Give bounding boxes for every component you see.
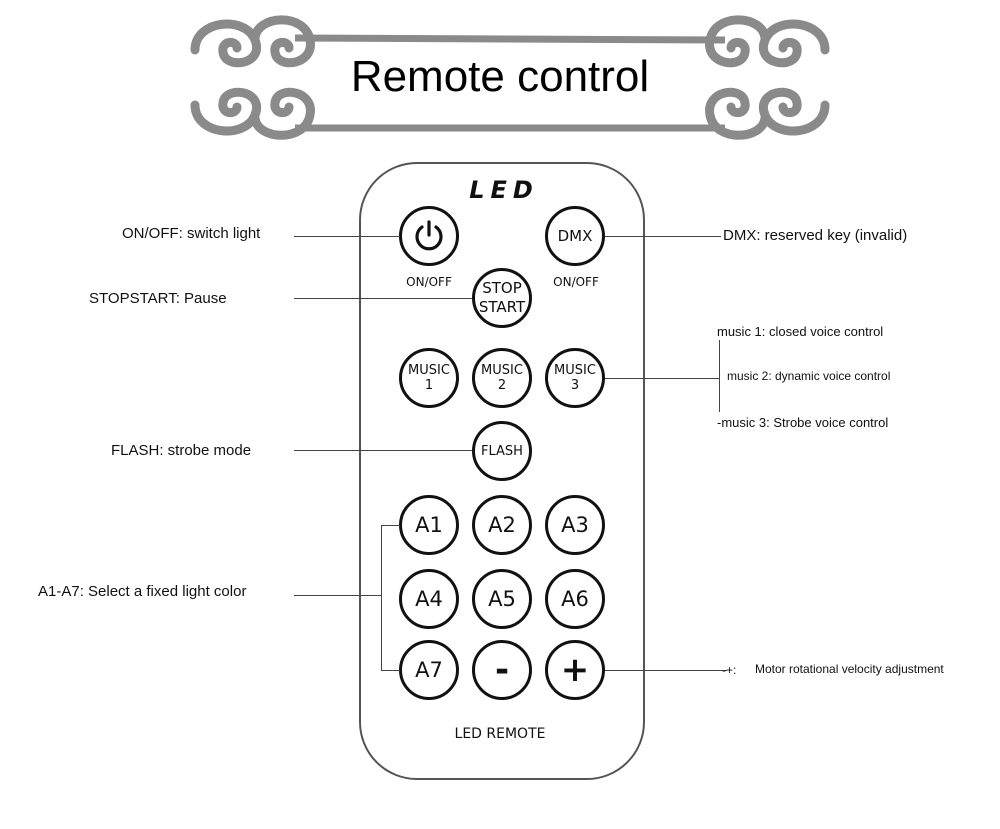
a4-label: A4 (415, 587, 443, 611)
dmx-label: DMX (557, 226, 593, 245)
a2-button[interactable]: A2 (472, 495, 532, 555)
bracket-music (719, 340, 720, 412)
leader-line-flash (294, 450, 472, 451)
annotation-plus-minus-prefix: -+: (722, 663, 737, 677)
page-title: Remote control (350, 52, 650, 101)
leader-line-music (605, 378, 720, 379)
power-button[interactable] (399, 206, 459, 266)
power-icon (415, 220, 443, 251)
title-banner (190, 15, 830, 140)
leader-line-dmx (605, 236, 721, 237)
remote-brand: LED (469, 176, 539, 204)
minus-button[interactable]: - (472, 640, 532, 700)
a5-button[interactable]: A5 (472, 569, 532, 629)
annotation-music-1: music 1: closed voice control (717, 324, 884, 339)
a6-button[interactable]: A6 (545, 569, 605, 629)
a3-button[interactable]: A3 (545, 495, 605, 555)
annotation-music-3: -music 3: Strobe voice control (717, 415, 889, 430)
leader-line-plus-minus (605, 670, 727, 671)
music-3-number: 3 (570, 378, 580, 393)
dmx-button[interactable]: DMX (545, 206, 605, 266)
start-label: START (478, 298, 526, 316)
annotation-stop-start: STOPSTART: Pause (89, 290, 227, 307)
a1-label: A1 (415, 513, 443, 537)
stop-start-button[interactable]: STOP START (472, 268, 532, 328)
music-2-label: MUSIC (481, 363, 523, 378)
power-sublabel: ON/OFF (406, 275, 452, 289)
annotation-a1-a7: A1-A7: Select a fixed light color (38, 583, 247, 600)
a2-label: A2 (488, 513, 516, 537)
bracket-a7-tick (381, 670, 400, 671)
a7-button[interactable]: A7 (399, 640, 459, 700)
annotation-plus-minus: Motor rotational velocity adjustment (755, 662, 944, 676)
a5-label: A5 (488, 587, 516, 611)
bracket-a1-tick (381, 525, 400, 526)
annotation-flash: FLASH: strobe mode (111, 442, 252, 459)
music-2-number: 2 (497, 378, 507, 393)
a7-label: A7 (415, 658, 443, 682)
leader-line-a1-a7 (294, 595, 382, 596)
annotation-music-2: music 2: dynamic voice control (727, 369, 891, 383)
annotation-on-off: ON/OFF: switch light (122, 225, 261, 242)
a3-label: A3 (561, 513, 589, 537)
music-2-button[interactable]: MUSIC 2 (472, 348, 532, 408)
music-1-label: MUSIC (408, 363, 450, 378)
stop-label: STOP (482, 279, 522, 297)
minus-icon: - (494, 650, 510, 690)
plus-icon: + (560, 650, 590, 690)
bracket-a1-a7 (381, 525, 382, 670)
music-1-button[interactable]: MUSIC 1 (399, 348, 459, 408)
a1-button[interactable]: A1 (399, 495, 459, 555)
flash-button[interactable]: FLASH (472, 421, 532, 481)
annotation-dmx: DMX: reserved key (invalid) (723, 227, 908, 244)
flash-label: FLASH (481, 443, 523, 459)
plus-button[interactable]: + (545, 640, 605, 700)
music-1-number: 1 (424, 378, 434, 393)
dmx-sublabel: ON/OFF (553, 275, 599, 289)
remote-footer-label: LED REMOTE (454, 726, 546, 742)
music-3-button[interactable]: MUSIC 3 (545, 348, 605, 408)
music-3-label: MUSIC (554, 363, 596, 378)
a6-label: A6 (561, 587, 589, 611)
a4-button[interactable]: A4 (399, 569, 459, 629)
leader-line-stop-start (294, 298, 472, 299)
leader-line-on-off (294, 236, 400, 237)
